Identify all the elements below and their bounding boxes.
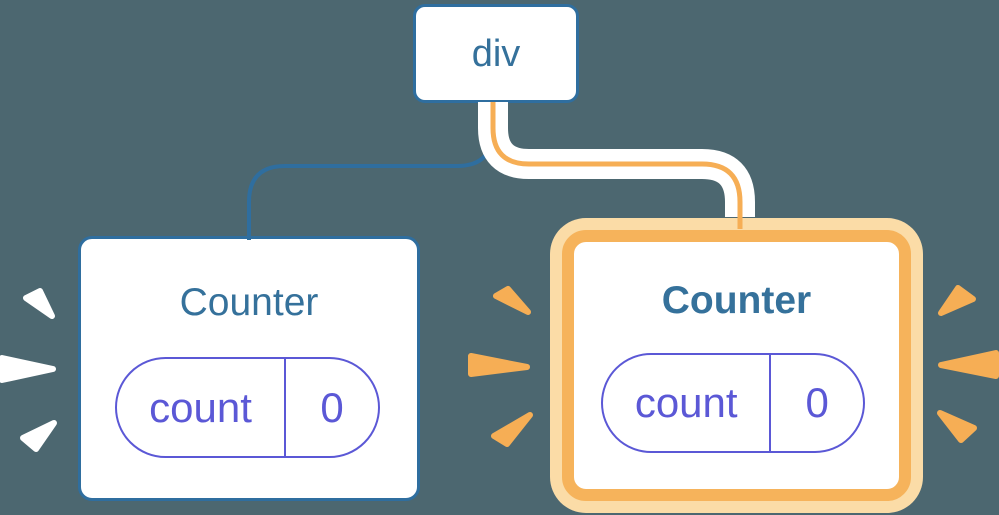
spark-group-right — [937, 285, 999, 443]
pill-divider — [769, 355, 772, 451]
connector-left-line — [247, 102, 495, 240]
spark-group-left — [0, 288, 57, 452]
state-key: count — [634, 379, 738, 426]
state-pill: count 0 — [601, 353, 865, 453]
spark-group-middle — [468, 286, 533, 447]
counter-title: Counter — [661, 279, 812, 322]
spark-icon — [491, 412, 533, 447]
spark-icon — [937, 410, 977, 443]
connector-right-line — [490, 102, 743, 229]
counter-card-left: Counter count 0 — [78, 236, 420, 501]
counter-card-right-highlighted: Counter count 0 — [562, 230, 911, 501]
counter-title: Counter — [179, 281, 319, 324]
spark-icon — [20, 420, 57, 452]
connector-right-casing — [478, 102, 755, 217]
spark-icon — [493, 286, 531, 315]
state-value: 0 — [805, 379, 829, 426]
spark-icon — [938, 350, 999, 379]
spark-icon — [0, 355, 56, 383]
state-pill: count 0 — [115, 357, 380, 458]
state-value: 0 — [320, 383, 344, 431]
spark-icon — [468, 353, 530, 377]
state-key: count — [149, 383, 252, 431]
spark-icon — [938, 285, 976, 316]
root-node-div: div — [413, 4, 579, 103]
spark-icon — [23, 288, 55, 319]
root-node-label: div — [471, 32, 521, 75]
pill-divider — [284, 359, 287, 456]
